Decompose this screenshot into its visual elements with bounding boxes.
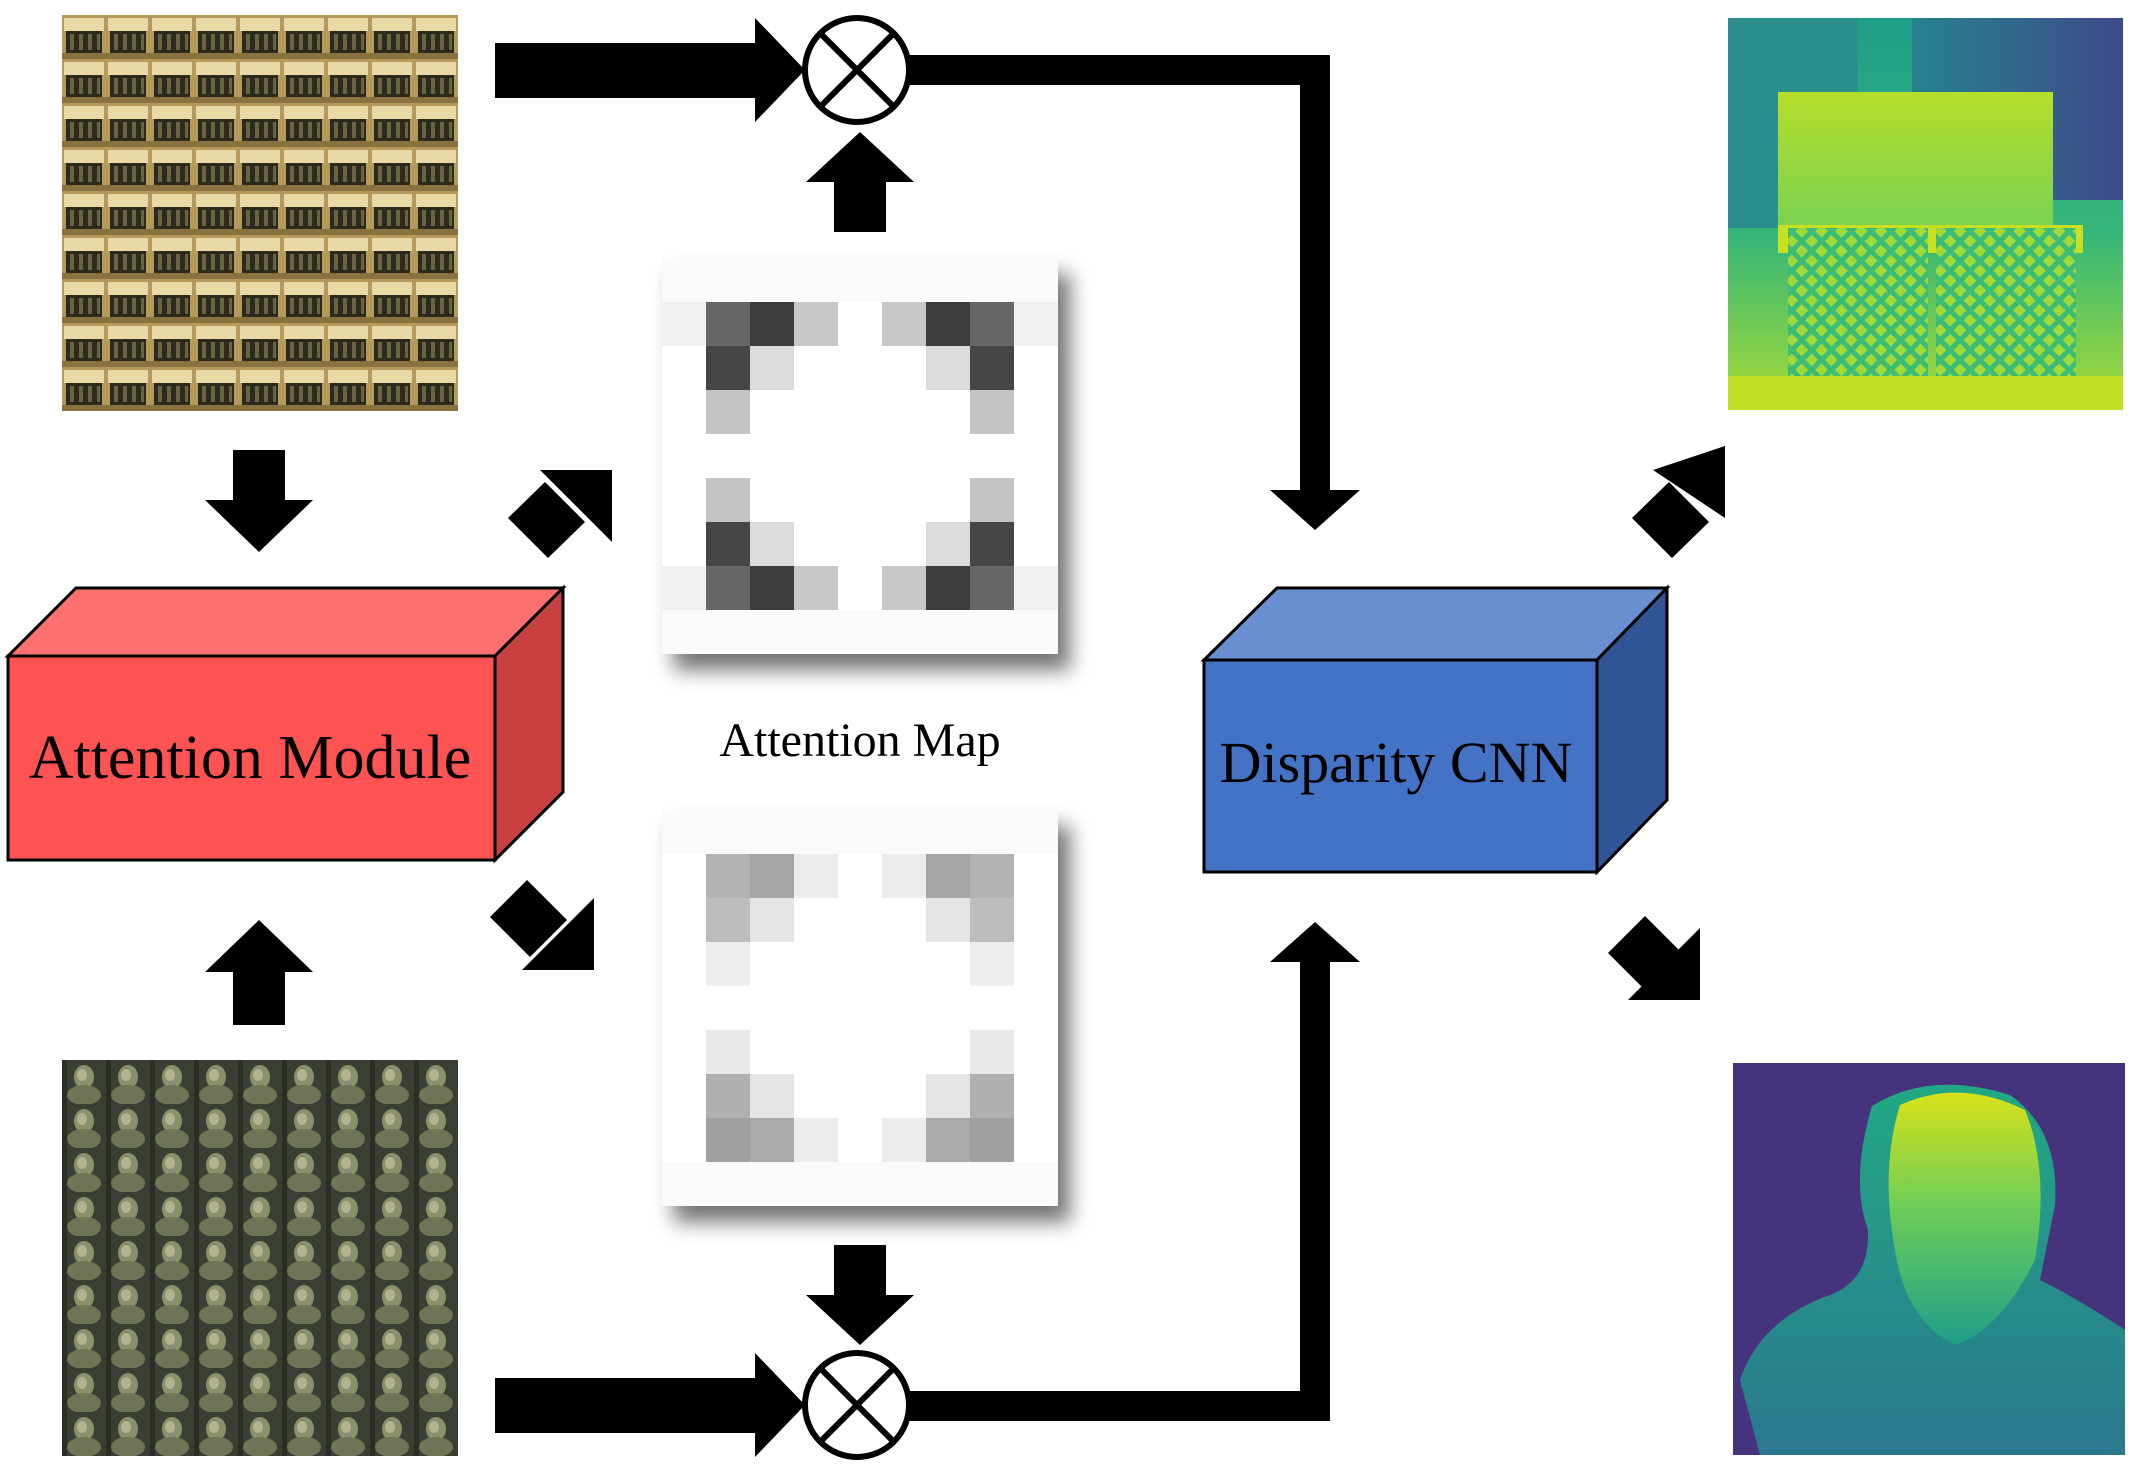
disparity-cnn-front — [1202, 658, 1599, 874]
tiled-crate-light-field-icon — [62, 15, 458, 411]
arrow-top-map-to-multiply — [806, 132, 914, 232]
attention-map-label: Attention Map — [719, 714, 1000, 767]
arrow-cnn-to-top-output — [1632, 446, 1725, 558]
crate-disparity-map-icon — [1728, 18, 2123, 410]
attention-map-bottom — [662, 810, 1058, 1206]
circle-times-icon — [802, 1350, 912, 1460]
arrow-bottom-map-to-multiply — [806, 1245, 914, 1345]
connection-lines — [495, 18, 1360, 1457]
arrow-up-bottom-input — [205, 920, 313, 1025]
attention-map-top — [662, 258, 1058, 654]
attention-module-label: Attention Module — [29, 724, 472, 792]
disparity-cnn-box: Disparity CNN — [1200, 584, 1671, 876]
tiled-statue-light-field-icon — [62, 1060, 458, 1456]
circle-times-icon — [802, 15, 912, 125]
arrow-down-top-input — [205, 450, 313, 552]
attention-module-front — [6, 654, 497, 862]
disparity-cnn-top — [1200, 586, 1671, 662]
disparity-cnn-label: Disparity CNN — [1220, 730, 1573, 795]
statue-disparity-map-icon — [1733, 1063, 2125, 1455]
attention-module-top — [4, 586, 567, 658]
arrow-module-to-top-map — [508, 470, 612, 558]
arrow-cnn-to-bottom-output — [1608, 916, 1700, 1000]
block-arrows — [205, 132, 1725, 1345]
arrow-module-to-bottom-map — [490, 880, 594, 970]
attention-module-box: Attention Module — [4, 584, 567, 864]
